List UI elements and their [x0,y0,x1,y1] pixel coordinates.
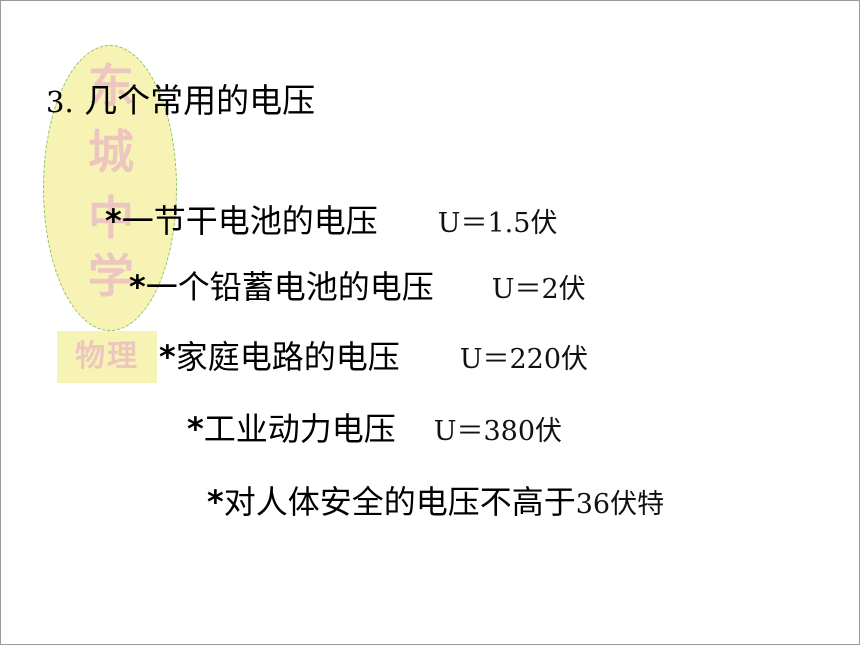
badge-char-2: 城 [88,125,134,179]
item-value: U＝2伏 [491,274,586,305]
item-label: 一节干电池的电压 [121,202,378,240]
school-badge-oval [43,45,177,331]
voltage-item-safe-limit: *对人体安全的电压不高于36伏特 [207,480,664,527]
item-value: U＝220伏 [459,344,589,375]
voltage-item-lead-battery: *一个铅蓄电池的电压 U＝2伏 [129,265,586,312]
item-value: 36伏特 [575,489,665,520]
voltage-item-industrial: *工业动力电压 U＝380伏 [187,407,562,454]
title-text: 几个常用的电压 [84,81,316,120]
title-number: 3. [46,85,74,119]
item-value: U＝1.5伏 [437,208,558,239]
badge-char-3: 中 [88,191,134,245]
voltage-item-dry-battery: *一节干电池的电压 U＝1.5伏 [105,199,557,246]
badge-char-4: 学 [88,249,134,303]
voltage-item-household: *家庭电路的电压 U＝220伏 [159,335,588,382]
item-label: 对人体安全的电压不高于 [223,483,576,521]
bullet-star: * [105,202,122,240]
badge-char-1: 东 [88,59,134,113]
bullet-star: * [129,268,146,306]
slide-title: 3. 几个常用的电压 [46,79,315,124]
subject-label: 物理 [57,331,157,383]
item-label: 一个铅蓄电池的电压 [145,268,434,306]
bullet-star: * [207,483,224,521]
bullet-star: * [159,338,176,376]
item-value: U＝380伏 [433,416,563,447]
item-label: 家庭电路的电压 [175,338,400,376]
item-label: 工业动力电压 [203,410,396,448]
bullet-star: * [187,410,204,448]
